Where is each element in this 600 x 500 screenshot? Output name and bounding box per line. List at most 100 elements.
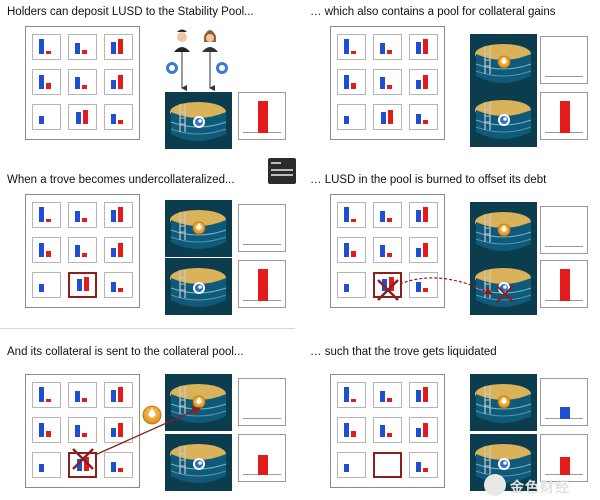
collateral-gain-box <box>238 378 286 426</box>
caption-collateral-pool: … which also contains a pool for collate… <box>310 6 556 18</box>
panel-collateral-sent: And its collateral is sent to the collat… <box>0 334 300 500</box>
swimming-pool-icon <box>165 92 232 149</box>
ether-coin-icon <box>497 395 511 409</box>
trove-cell <box>32 272 61 298</box>
swimming-pool-icon <box>470 90 537 147</box>
trove-cell <box>373 69 402 95</box>
collateral-bar <box>380 425 385 437</box>
collateral-bar <box>382 279 387 291</box>
trove-grid <box>25 26 140 140</box>
trove-cell <box>409 237 438 263</box>
debt-bar <box>258 101 268 133</box>
debt-bar <box>118 387 123 402</box>
lusd-coin-icon <box>498 114 510 126</box>
lusd-coin-icon <box>498 458 510 470</box>
trove-cell <box>104 452 133 478</box>
collateral-bar <box>75 211 80 222</box>
swimming-pool-icon <box>470 258 537 315</box>
collateral-bar <box>75 77 80 89</box>
debt-bar <box>423 39 428 54</box>
collateral-bar <box>111 42 116 54</box>
trove-grid <box>25 194 140 308</box>
debt-bar <box>423 207 428 222</box>
collateral-gain-box <box>238 204 286 252</box>
lusd-coin-icon <box>193 116 205 128</box>
trove-cell <box>337 272 366 298</box>
debt-bar <box>423 75 428 89</box>
collateral-bar <box>111 114 116 124</box>
debt-bar <box>351 431 356 437</box>
trove-cell <box>68 382 97 408</box>
trove-cell <box>32 34 61 60</box>
trove-cell <box>337 382 366 408</box>
collateral-bar <box>39 116 44 124</box>
collateral-bar <box>416 210 421 222</box>
trove-cell <box>104 104 133 130</box>
collateral-bar <box>111 390 116 402</box>
trove-grid <box>330 26 445 140</box>
caption-undercollateralized: When a trove becomes undercollateralized… <box>7 174 235 186</box>
watermark-logo: 金色财经 <box>480 470 600 500</box>
trove-cell <box>409 417 438 443</box>
panel-deposit: Holders can deposit LUSD to the Stabilit… <box>0 0 300 166</box>
tooltip-popup <box>268 158 296 184</box>
collateral-bar <box>75 245 80 257</box>
collateral-bar <box>416 248 421 257</box>
collateral-bar <box>344 39 349 54</box>
debt-bar <box>46 51 51 54</box>
collateral-bar <box>380 245 385 257</box>
collateral-bar <box>380 211 385 222</box>
debt-bar <box>387 433 392 437</box>
collateral-bar <box>111 282 116 292</box>
debt-bar <box>118 288 123 292</box>
debt-bar <box>118 39 123 54</box>
swimming-pool-icon <box>165 434 232 491</box>
debt-bar <box>351 399 356 402</box>
collateral-bar <box>111 428 116 437</box>
trove-cell <box>373 202 402 228</box>
trove-cell <box>337 237 366 263</box>
trove-cell <box>104 34 133 60</box>
debt-bar <box>423 423 428 437</box>
swimming-pool-icon <box>165 200 232 257</box>
collateral-bar <box>39 243 44 257</box>
swimming-pool-icon <box>470 34 537 91</box>
trove-cell <box>409 34 438 60</box>
ether-coin-icon <box>192 395 206 409</box>
collateral-bar <box>380 43 385 54</box>
collateral-bar <box>416 114 421 124</box>
caption-liquidated: … such that the trove gets liquidated <box>310 346 497 358</box>
collateral-bar <box>344 387 349 402</box>
ether-coin-icon <box>192 221 206 235</box>
debt-bar <box>423 120 428 124</box>
trove-cell <box>373 417 402 443</box>
panel-liquidated: … such that the trove gets liquidated <box>300 334 600 500</box>
trove-cell <box>104 202 133 228</box>
caption-deposit: Holders can deposit LUSD to the Stabilit… <box>7 6 254 18</box>
collateral-bar <box>75 43 80 54</box>
collateral-pool <box>165 200 232 257</box>
trove-cell <box>337 69 366 95</box>
debt-box <box>540 92 588 140</box>
collateral-bar <box>344 75 349 89</box>
trove-cell <box>32 382 61 408</box>
debt-bar <box>388 110 393 124</box>
collateral-bar <box>111 462 116 472</box>
debt-bar <box>84 277 89 291</box>
debt-bar <box>258 269 268 301</box>
debt-bar <box>423 288 428 292</box>
debt-bar <box>351 83 356 89</box>
collateral-bar <box>344 116 349 124</box>
trove-cell <box>409 69 438 95</box>
collateral-pool <box>470 374 537 431</box>
stability-pool <box>165 434 232 491</box>
swimming-pool-icon <box>165 258 232 315</box>
trove-cell <box>373 272 402 298</box>
trove-cell <box>409 202 438 228</box>
debt-bar <box>118 423 123 437</box>
collateral-bar <box>416 428 421 437</box>
collateral-gain-bar <box>560 407 570 419</box>
collateral-gain-box <box>540 36 588 84</box>
trove-cell <box>32 202 61 228</box>
debt-bar <box>46 399 51 402</box>
